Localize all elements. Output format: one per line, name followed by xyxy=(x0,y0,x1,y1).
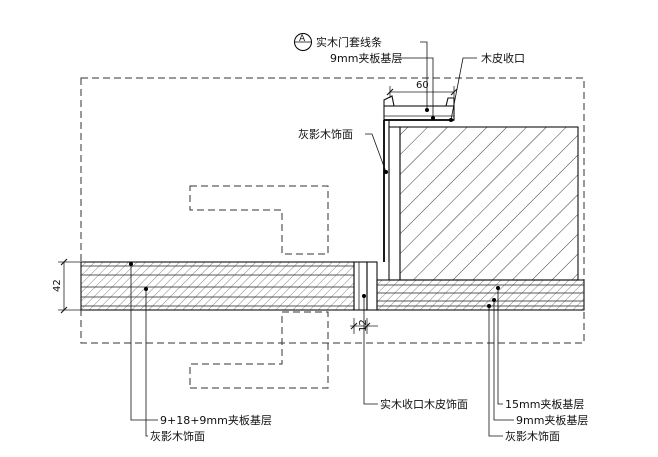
label-door-casing: 实木门套线条 xyxy=(316,35,382,49)
drawing-boundary xyxy=(80,77,585,344)
section-symbol-letter: A xyxy=(299,34,306,44)
dimension-casing-width-text: 60 xyxy=(416,80,429,91)
label-grey-shadow-face-upper: 灰影木饰面 xyxy=(298,127,353,141)
label-grey-shadow-face-right: 灰影木饰面 xyxy=(505,429,560,443)
left-wall-panel xyxy=(80,261,355,311)
label-base-9mm: 9mm夹板基层 xyxy=(516,413,588,427)
label-veneer-edge: 木皮收口 xyxy=(481,51,525,65)
label-door-casing-base: 9mm夹板基层 xyxy=(330,51,402,65)
door-frame-outline-upper xyxy=(189,185,329,255)
leader-lines xyxy=(129,41,514,437)
right-wall-panel xyxy=(376,279,585,311)
dimension-wall-thickness-text: 42 xyxy=(52,279,63,292)
dimension-wall-thickness xyxy=(58,258,84,314)
door-casing xyxy=(383,95,455,121)
label-base-15mm: 15mm夹板基层 xyxy=(505,397,584,411)
dimension-edge-width-text: 12 xyxy=(358,319,369,332)
door-frame-outline-lower xyxy=(189,311,329,389)
solid-wood-edge-block xyxy=(353,261,378,311)
door-jamb-core xyxy=(383,120,579,281)
section-symbol xyxy=(294,33,312,51)
dimension-casing-width xyxy=(386,86,458,98)
label-grey-shadow-face-left: 灰影木饰面 xyxy=(150,429,205,443)
label-solid-wood-edge: 实木收口木皮饰面 xyxy=(380,397,468,411)
label-wall-base-layers: 9+18+9mm夹板基层 xyxy=(160,413,272,427)
